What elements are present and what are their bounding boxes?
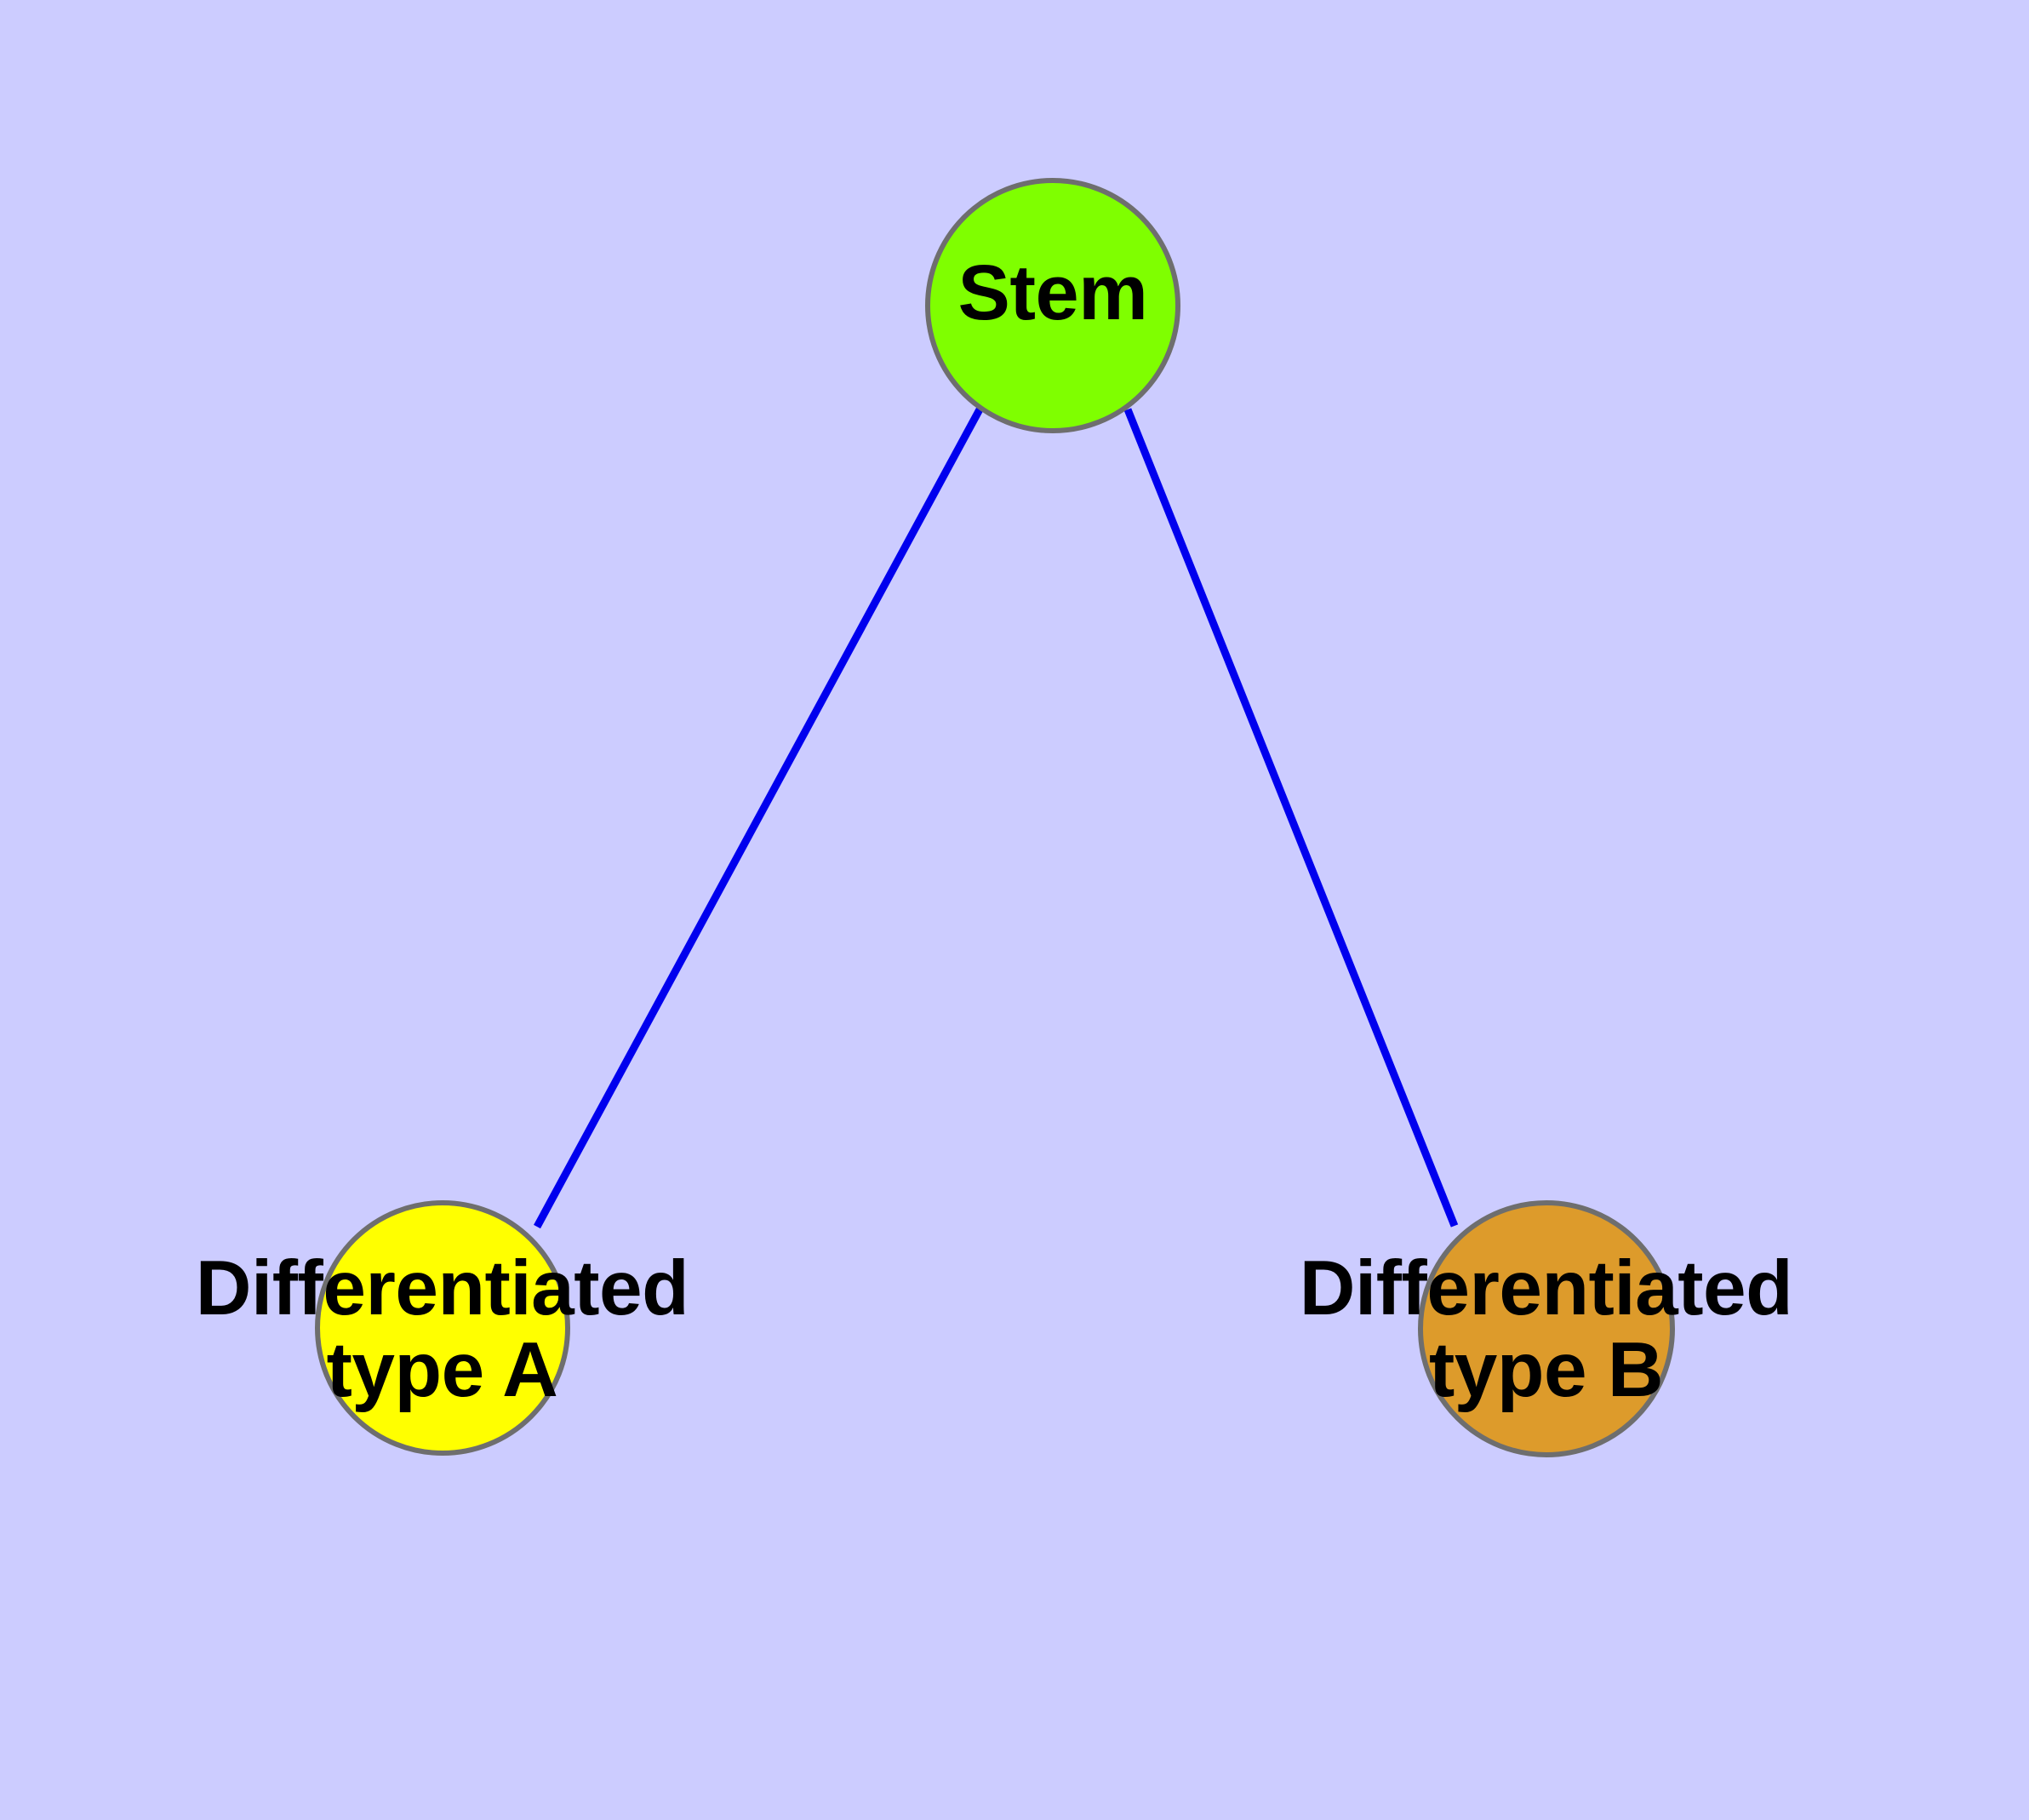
node-stem[interactable] <box>925 178 1180 433</box>
edge-stem-to-differentiated-type-b[interactable] <box>1123 408 1459 1228</box>
edge-stem-to-differentiated-type-a[interactable] <box>534 407 983 1229</box>
node-differentiated-type-a[interactable] <box>315 1200 570 1456</box>
node-differentiated-type-b[interactable] <box>1418 1200 1675 1457</box>
